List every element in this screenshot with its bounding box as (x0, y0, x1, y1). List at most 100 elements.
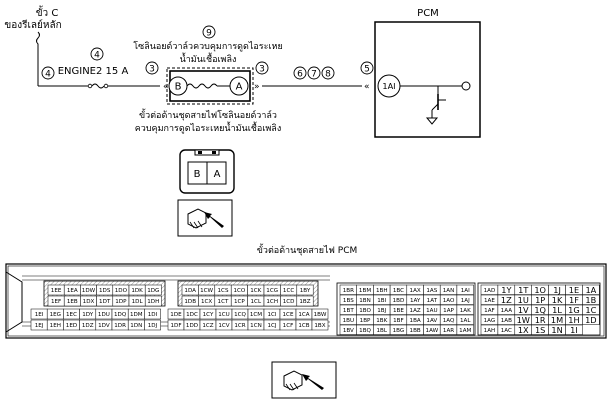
ref-7: 7 (311, 70, 317, 80)
pcm-connector-inner (7, 265, 605, 337)
pin-block-c-border (336, 282, 476, 336)
ref-circle-sol-right (255, 61, 269, 75)
pin-label: 1CN (250, 323, 262, 329)
ref-8: 8 (325, 70, 331, 80)
pin-label: 1DD (186, 323, 198, 329)
pin-label: 1CU (218, 312, 230, 318)
pin-label: 1AB (501, 318, 512, 324)
pin-label: 1DO (115, 288, 128, 294)
ref-sol-right: 3 (259, 65, 265, 75)
pin-label: 1DJ (148, 323, 158, 329)
view-direction-connector-icon-2 (283, 370, 303, 391)
pin-cell (582, 304, 600, 315)
pin-label: 1BU (343, 318, 355, 324)
pin-label: 1E (569, 285, 579, 295)
pin-cell (456, 284, 474, 295)
pin-label: 1U (518, 295, 529, 305)
pin-label: 1CT (218, 299, 229, 305)
pin-cell (456, 314, 474, 325)
pin-label: 1Q (534, 305, 546, 315)
pin-label: 1CW (200, 288, 213, 294)
pin-label: 1EE (51, 288, 62, 294)
pin-label: 1BB (410, 328, 421, 334)
solenoid-pin-a-label: A (236, 82, 243, 93)
pcm-pin-label: 1AI (382, 81, 395, 91)
pin-label: 1BW (314, 312, 327, 318)
pin-label: 1AX (410, 288, 421, 294)
pin-label: 1CO (233, 288, 245, 294)
fuse-terminal-left (87, 83, 93, 89)
relay-label-line2: ของรีเลย์หลัก (4, 19, 61, 31)
solenoid-outline (166, 67, 254, 105)
ref-pcm-in: 5 (364, 65, 370, 75)
pin-label: 1DU (98, 312, 110, 318)
relay-wire (36, 31, 40, 86)
ref-circle-sol-left (145, 61, 159, 75)
pin-cell (582, 314, 600, 325)
pin-label: 1EA (67, 288, 78, 294)
pin-label: 1AL (460, 318, 471, 324)
pcm-output-terminal (461, 81, 471, 91)
pin-label: 1CG (266, 288, 278, 294)
pin-label: 1BT (343, 308, 354, 314)
pin-label: 1CZ (202, 323, 213, 329)
pin-label: 1J (553, 285, 561, 295)
pin-label: 1BP (360, 318, 371, 324)
view-direction-wires-icon (189, 220, 203, 229)
pin-label: 1DR (114, 323, 126, 329)
pin-cell (144, 319, 161, 331)
pin-label: 1CK (250, 288, 261, 294)
latch-pin-right (212, 151, 216, 154)
pin-label: 1BX (314, 323, 325, 329)
pin-label: 1DI (148, 312, 158, 318)
pin-label: 1CS (217, 288, 228, 294)
pin-cell (144, 308, 161, 320)
pin-label: 1N (551, 325, 562, 335)
pin-label: 1CB (298, 323, 309, 329)
pin-label: 1H (568, 315, 579, 325)
pcm-harness-title: ขั้วต่อด้านชุดสายไฟ PCM (257, 243, 358, 256)
ground-icon (425, 117, 439, 125)
ref-fuse-left: 4 (45, 70, 51, 80)
pin-label: 1DC (186, 312, 198, 318)
pin-label: 1ED (66, 323, 77, 329)
ref-circle-sol-top (202, 25, 216, 39)
pin-label: 1CJ (267, 323, 276, 329)
pin-label: 1BO (359, 308, 371, 314)
pin-label: 1CF (283, 323, 294, 329)
pin-label: 1CQ (234, 312, 246, 318)
pin-label: 1DK (131, 288, 143, 294)
pin-label: 1Z (501, 295, 512, 305)
pin-cell (311, 308, 329, 320)
pin-label: 1BR (343, 288, 354, 294)
pin-label: 1AG (484, 318, 496, 324)
pin-cell (144, 295, 162, 307)
pin-label: 1BY (300, 288, 311, 294)
connector-mark-pcm: « (364, 82, 370, 92)
arrow-icon-2 (302, 374, 324, 390)
pin-label: 1EJ (35, 323, 44, 329)
pin-label: 1CA (298, 312, 309, 318)
view-direction-wires-icon-2 (285, 382, 299, 391)
pin-label: 1A (585, 285, 596, 295)
pin-label: 1O (534, 285, 546, 295)
pin-label: 1BN (359, 298, 371, 304)
pin-label: 1BK (376, 318, 387, 324)
pin-label: 1AE (484, 298, 495, 304)
ref-circle-fuse-left (41, 66, 55, 80)
pin-label: 1T (518, 285, 529, 295)
fuse-label: ENGINE2 15 A (58, 66, 129, 77)
pcm-connector-end-left (5, 271, 23, 333)
pin-label: 1EF (51, 299, 61, 305)
pcm-box (374, 21, 481, 138)
pin-cell (582, 294, 600, 305)
ref-fuse-top: 4 (94, 51, 100, 61)
pin-label: 1D (585, 315, 597, 325)
pin-label: 1BS (343, 298, 354, 304)
pin-label: 1DS (99, 288, 111, 294)
pin-label: 1AD (484, 288, 496, 294)
pin-label: 1G (568, 305, 580, 315)
pin-label: 1CD (283, 299, 295, 305)
pin-cell (311, 319, 329, 331)
pin-label: 1EG (50, 312, 61, 318)
